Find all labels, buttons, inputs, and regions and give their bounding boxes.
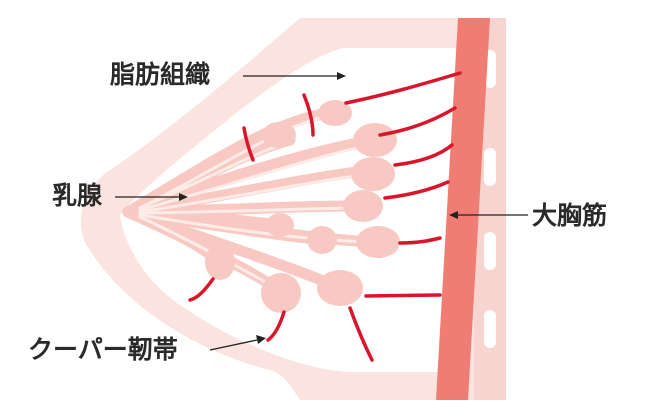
ligament <box>348 306 374 362</box>
lobule <box>343 190 383 222</box>
label-cooper-ligament: クーパー靭帯 <box>28 335 178 364</box>
ligament <box>266 310 286 342</box>
lobule <box>317 270 363 306</box>
ligament <box>364 293 442 298</box>
lobule <box>266 213 294 237</box>
lobule <box>353 123 397 157</box>
label-pectoral-muscle: 大胸筋 <box>532 201 608 230</box>
lobule <box>261 273 301 313</box>
ligament <box>398 236 442 245</box>
ligament <box>302 93 315 137</box>
ligament <box>393 143 454 167</box>
pectoral-muscle <box>436 18 490 400</box>
lobule <box>318 100 352 126</box>
lobule <box>307 226 337 254</box>
ligament <box>383 180 450 200</box>
ligament <box>188 277 215 302</box>
cooper-ligaments <box>188 71 462 362</box>
arrow-cooper <box>209 339 258 351</box>
lobule <box>262 122 296 148</box>
label-adipose-tissue: 脂肪組織 <box>110 60 211 89</box>
lobule <box>356 226 400 258</box>
gland-lobules <box>205 100 400 313</box>
leader-arrows <box>115 72 528 351</box>
ligament <box>378 106 457 137</box>
lobule <box>351 157 395 191</box>
ligament <box>242 126 255 162</box>
ligament <box>344 71 462 105</box>
lobule <box>205 244 235 280</box>
label-mammary-gland: 乳腺 <box>52 181 103 210</box>
